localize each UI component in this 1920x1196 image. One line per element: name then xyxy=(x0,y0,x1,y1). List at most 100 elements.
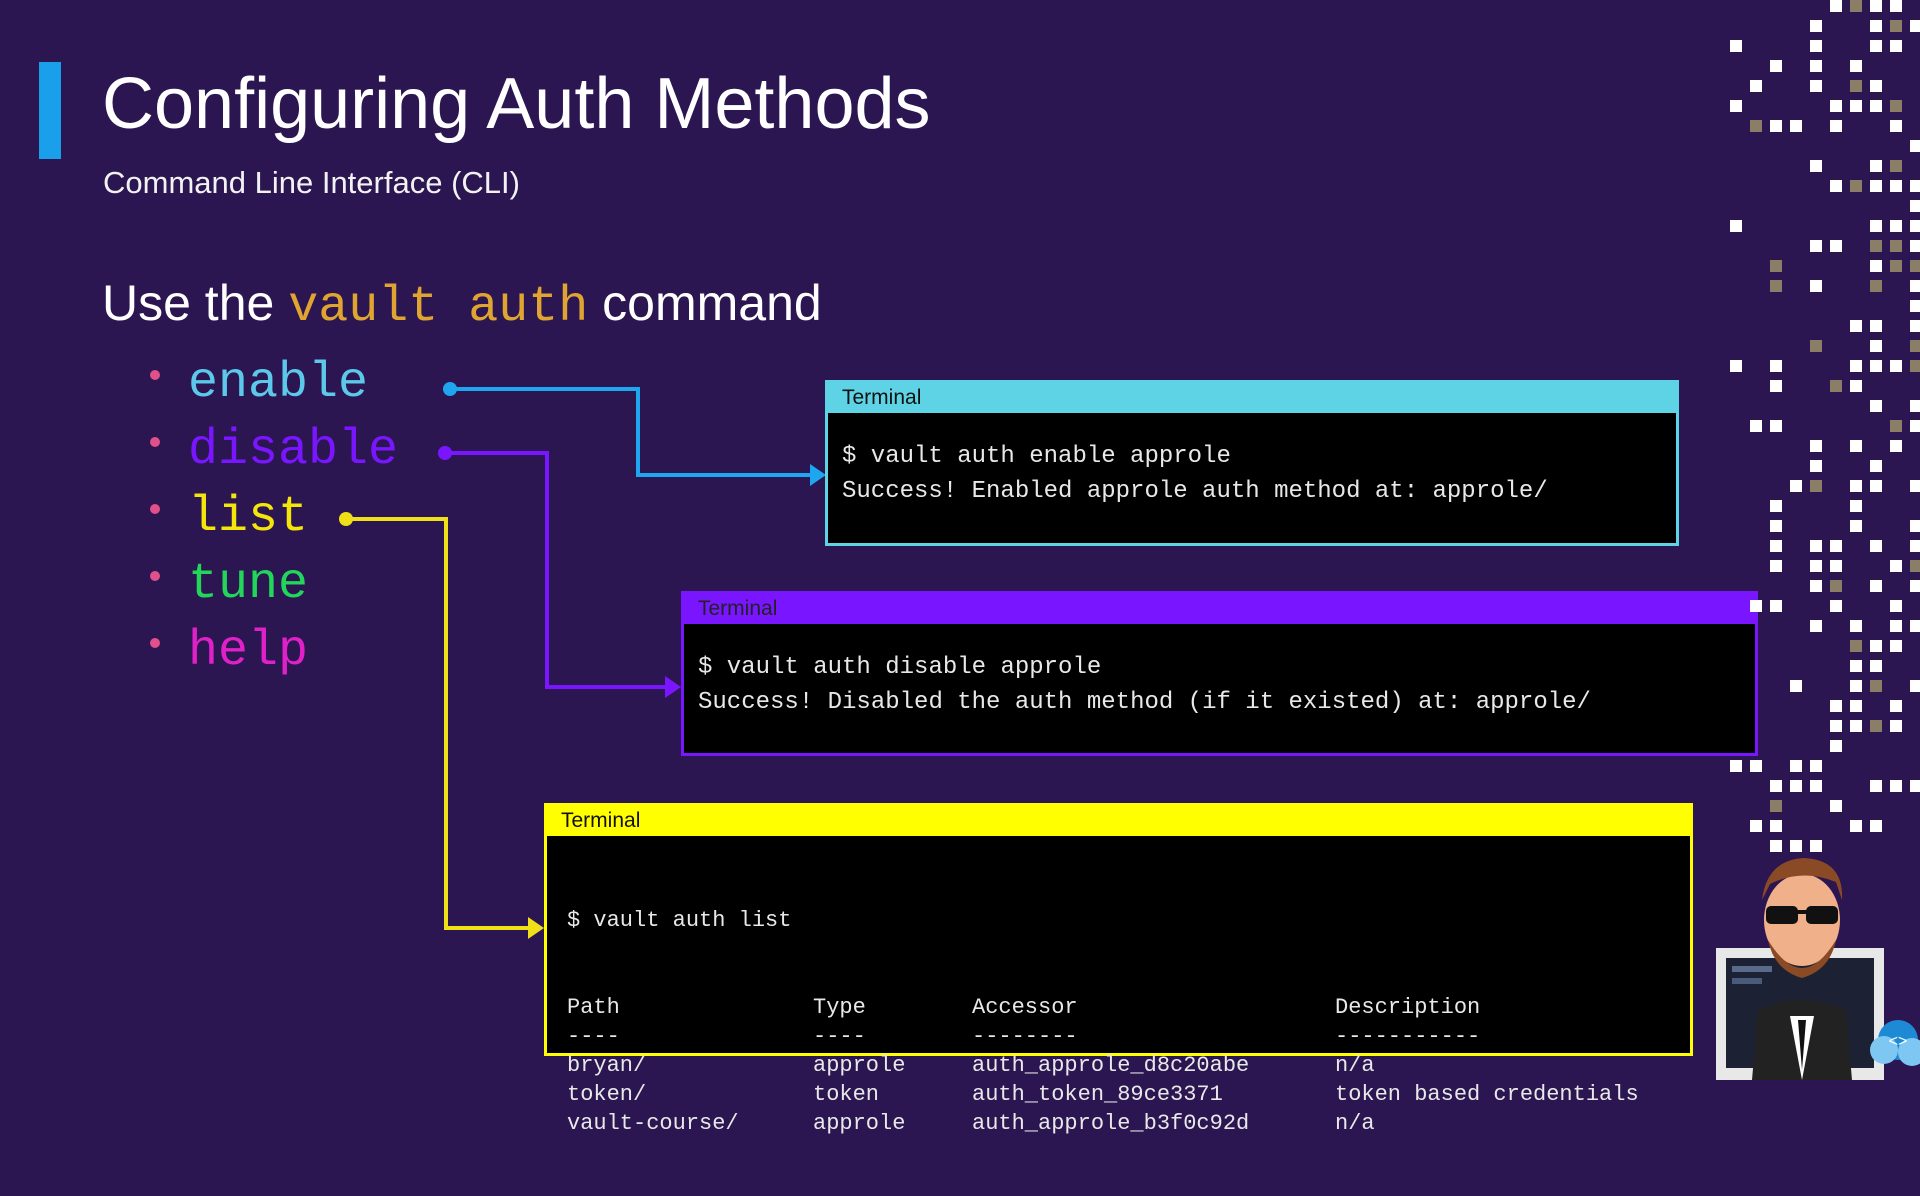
pixel-square xyxy=(1830,100,1842,112)
pixel-square xyxy=(1870,540,1882,552)
column-header: Type xyxy=(813,995,866,1020)
pixel-square xyxy=(1750,420,1762,432)
bullet-disable: disable xyxy=(150,417,398,484)
bullet-list: list xyxy=(150,484,398,551)
table-cell: approle xyxy=(813,1111,906,1136)
pixel-square xyxy=(1910,360,1920,372)
pixel-square xyxy=(1810,40,1822,52)
pixel-square xyxy=(1830,700,1842,712)
terminal-command: $ vault auth list xyxy=(567,908,792,933)
pixel-square xyxy=(1850,520,1862,532)
pixel-square xyxy=(1870,400,1882,412)
pixel-square xyxy=(1870,480,1882,492)
pixel-square xyxy=(1750,120,1762,132)
pixel-square xyxy=(1810,440,1822,452)
pixel-square xyxy=(1890,0,1902,12)
pixel-square xyxy=(1890,640,1902,652)
bullet-label-enable: enable xyxy=(188,354,369,412)
pixel-square xyxy=(1850,440,1862,452)
pixel-square xyxy=(1890,620,1902,632)
table-header-row: Path Type Accessor Description xyxy=(567,993,1639,1022)
pixel-square xyxy=(1890,100,1902,112)
pixel-square xyxy=(1850,660,1862,672)
pixel-square xyxy=(1910,560,1920,572)
presenter-avatar: <> xyxy=(1716,858,1920,1080)
pixel-square xyxy=(1850,700,1862,712)
pixel-square xyxy=(1910,400,1920,412)
disable-connector xyxy=(445,451,670,689)
subcommand-list: enable disable list tune help xyxy=(150,350,398,685)
terminal-line: $ vault auth disable approle xyxy=(698,654,1102,681)
table-cell: vault-course/ xyxy=(567,1111,739,1136)
table-cell: token/ xyxy=(567,1082,647,1107)
pixel-square xyxy=(1770,600,1782,612)
pixel-square xyxy=(1770,120,1782,132)
pixel-square xyxy=(1910,320,1920,332)
pixel-square xyxy=(1770,780,1782,792)
pixel-square xyxy=(1890,20,1902,32)
pixel-square xyxy=(1730,40,1742,52)
pixel-square xyxy=(1870,40,1882,52)
pixel-square xyxy=(1730,220,1742,232)
pixel-square xyxy=(1830,560,1842,572)
pixel-square xyxy=(1830,800,1842,812)
pixel-square xyxy=(1810,780,1822,792)
column-header: Description xyxy=(1335,995,1481,1020)
pixel-square xyxy=(1870,640,1882,652)
pixel-square xyxy=(1870,180,1882,192)
pixel-square xyxy=(1890,720,1902,732)
pixel-square xyxy=(1910,340,1920,352)
pixel-square xyxy=(1870,780,1882,792)
column-header: Path xyxy=(567,995,620,1020)
table-row: token/ token auth_token_89ce3371 token b… xyxy=(567,1080,1639,1109)
disable-connector-arrowhead xyxy=(665,676,681,698)
pixel-square xyxy=(1870,820,1882,832)
pixel-square xyxy=(1870,340,1882,352)
pixel-square xyxy=(1850,100,1862,112)
pixel-square xyxy=(1730,360,1742,372)
bullet-label-list: list xyxy=(188,488,309,546)
table-row: vault-course/ approle auth_approle_b3f0c… xyxy=(567,1109,1639,1138)
decorative-pixel-pattern xyxy=(1730,0,1920,852)
enable-connector-arrowhead xyxy=(810,464,826,486)
table-separator-row: ---- ---- -------- ----------- xyxy=(567,1022,1639,1051)
enable-connector-dot xyxy=(443,382,457,396)
pixel-square xyxy=(1810,840,1822,852)
pixel-square xyxy=(1870,80,1882,92)
table-row: bryan/ approle auth_approle_d8c20abe n/a xyxy=(567,1051,1639,1080)
bullet-enable: enable xyxy=(150,350,398,417)
table-cell: bryan/ xyxy=(567,1053,647,1078)
pixel-square xyxy=(1850,820,1862,832)
terminal-line: Success! Disabled the auth method (if it… xyxy=(698,689,1591,716)
pixel-square xyxy=(1910,300,1920,312)
bullet-label-tune: tune xyxy=(188,555,309,613)
pixel-square xyxy=(1910,220,1920,232)
pixel-square xyxy=(1830,380,1842,392)
pixel-square xyxy=(1870,240,1882,252)
pixel-square xyxy=(1890,360,1902,372)
lead-prefix: Use the xyxy=(102,275,289,331)
pixel-square xyxy=(1810,340,1822,352)
pixel-square xyxy=(1890,40,1902,52)
pixel-square xyxy=(1910,780,1920,792)
pixel-square xyxy=(1910,480,1920,492)
pixel-square xyxy=(1890,700,1902,712)
pixel-square xyxy=(1730,760,1742,772)
pixel-square xyxy=(1830,180,1842,192)
pixel-square xyxy=(1870,720,1882,732)
pixel-square xyxy=(1810,540,1822,552)
slide-subtitle: Command Line Interface (CLI) xyxy=(103,165,520,200)
title-accent-bar xyxy=(39,62,61,159)
bullet-help: help xyxy=(150,618,398,685)
terminal-list-titlebar: Terminal xyxy=(547,806,1690,836)
table-cell: approle xyxy=(813,1053,906,1078)
table-cell: token based credentials xyxy=(1335,1082,1639,1107)
pixel-square xyxy=(1830,240,1842,252)
pixel-square xyxy=(1870,280,1882,292)
pixel-square xyxy=(1910,620,1920,632)
pixel-square xyxy=(1770,560,1782,572)
table-cell: auth_approle_d8c20abe xyxy=(972,1053,1250,1078)
pixel-square xyxy=(1770,820,1782,832)
